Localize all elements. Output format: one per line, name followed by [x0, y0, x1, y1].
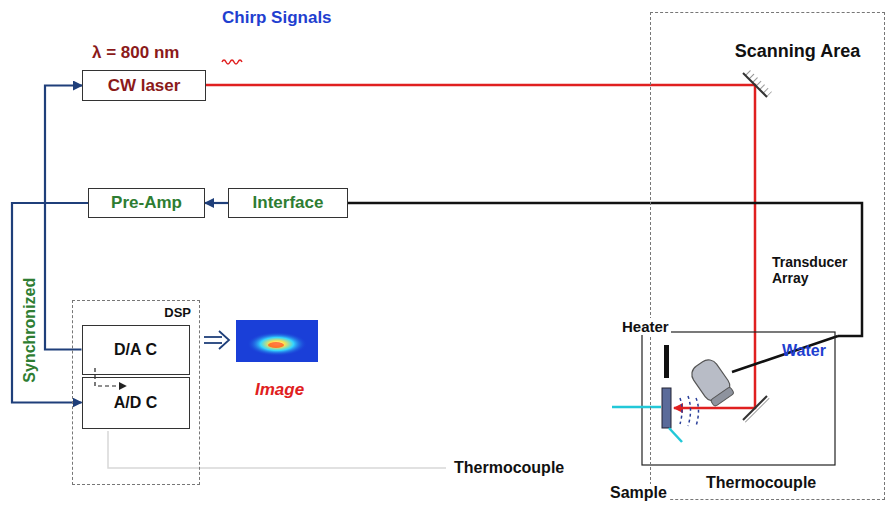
node-label: CW laser	[108, 76, 181, 96]
water-tank	[642, 332, 835, 465]
annotation-label: Thermocouple	[706, 474, 816, 492]
sample-plate	[662, 388, 671, 428]
node-label: DSP	[164, 305, 191, 320]
ultrasound-wave	[680, 396, 699, 426]
group-region: Scanning Area	[650, 12, 885, 500]
process-box: Interface	[228, 188, 348, 218]
image-thumbnail	[236, 320, 318, 362]
laser-beam	[206, 85, 755, 408]
output-arrow	[204, 331, 229, 349]
signal-cable	[732, 336, 838, 372]
thermocouple-wire	[612, 406, 661, 409]
node-label: A/D C	[114, 394, 158, 412]
thermocouple-wire	[669, 428, 682, 442]
transducer-array	[688, 356, 736, 408]
annotation-label: λ = 800 nm	[92, 43, 179, 63]
node-label: D/A C	[114, 341, 157, 359]
chirp-wave	[222, 60, 242, 64]
mirror	[743, 68, 772, 97]
annotation-label: Heater	[620, 318, 671, 335]
heater-plate	[664, 345, 669, 378]
group-region: DSP D/A C A/D C	[72, 300, 200, 485]
annotation-label: Chirp Signals	[222, 8, 332, 28]
signal-connector	[205, 202, 228, 204]
signal-connector	[45, 86, 82, 350]
annotation-label: Image	[255, 380, 304, 400]
annotation-label: Thermocouple	[452, 459, 566, 477]
process-box: A/D C	[82, 377, 190, 429]
mirror	[743, 396, 772, 425]
annotation-label: Sample	[608, 484, 669, 502]
signal-connector	[12, 203, 88, 403]
signal-cable	[348, 203, 862, 336]
annotation-label: Water	[782, 342, 826, 360]
node-label: Scanning Area	[735, 41, 860, 62]
process-box: D/A C	[82, 325, 190, 375]
node-label: Interface	[253, 193, 324, 213]
process-box: Pre-Amp	[88, 188, 205, 218]
process-box: CW laser	[82, 70, 206, 101]
annotation-label: Synchronized	[21, 278, 39, 383]
annotation-label: Transducer Array	[772, 254, 854, 286]
sensor-line	[108, 431, 446, 468]
node-label: Pre-Amp	[111, 193, 182, 213]
